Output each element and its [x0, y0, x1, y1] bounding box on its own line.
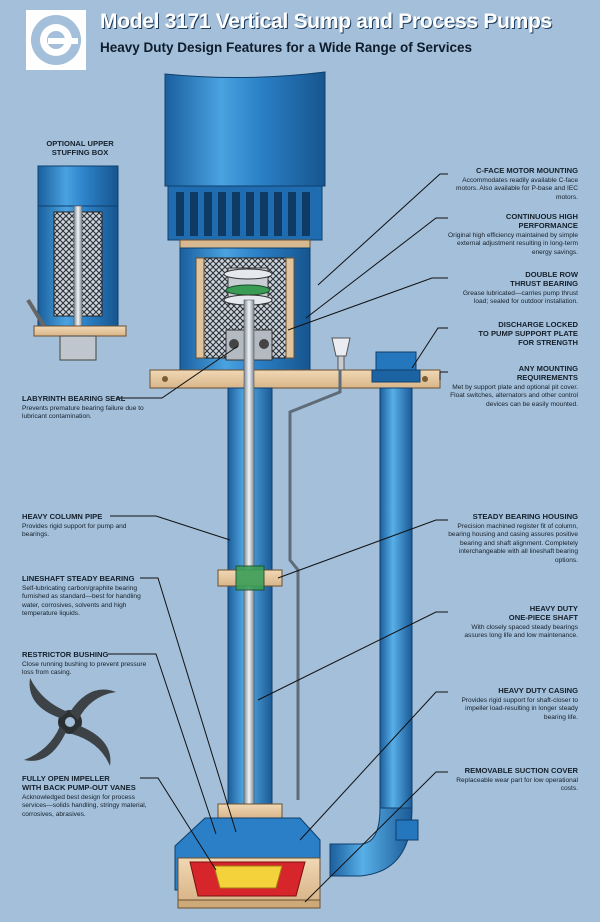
- gp-logo-icon: [26, 10, 86, 70]
- callout-mounting-requirements: ANY MOUNTING REQUIREMENTS Met by support…: [450, 364, 578, 408]
- callout-steady-bearing-housing: STEADY BEARING HOUSING Precision machine…: [448, 512, 578, 564]
- callout-restrictor-bushing: RESTRICTOR BUSHING Close running bushing…: [22, 650, 147, 677]
- callout-lineshaft-bearing: LINESHAFT STEADY BEARING Self-lubricatin…: [22, 574, 141, 618]
- callout-column-pipe: HEAVY COLUMN PIPE Provides rigid support…: [22, 512, 127, 539]
- callout-discharge-locked: DISCHARGE LOCKED TO PUMP SUPPORT PLATE F…: [478, 320, 578, 347]
- callout-one-piece-shaft: HEAVY DUTY ONE-PIECE SHAFT With closely …: [464, 604, 578, 640]
- callout-suction-cover: REMOVABLE SUCTION COVER Replaceable wear…: [456, 766, 578, 793]
- inset-label: OPTIONAL UPPER STUFFING BOX: [46, 139, 114, 157]
- impeller-illustration: [24, 678, 116, 766]
- callout-thrust-bearing: DOUBLE ROW THRUST BEARING Grease lubrica…: [462, 270, 578, 306]
- callout-c-face-motor: C-FACE MOTOR MOUNTING Accommodates readi…: [455, 166, 578, 201]
- callout-heavy-duty-casing: HEAVY DUTY CASING Provides rigid support…: [461, 686, 578, 721]
- page-subtitle: Heavy Duty Design Features for a Wide Ra…: [100, 40, 473, 55]
- page-title: Model 3171 Vertical Sump and Process Pum…: [100, 10, 552, 33]
- optional-stuffing-box-illustration: [26, 165, 127, 361]
- callout-continuous-performance: CONTINUOUS HIGH PERFORMANCE Original hig…: [448, 212, 578, 256]
- callout-labyrinth-seal: LABYRINTH BEARING SEAL Prevents prematur…: [22, 394, 144, 421]
- callout-open-impeller: FULLY OPEN IMPELLER WITH BACK PUMP-OUT V…: [22, 774, 147, 818]
